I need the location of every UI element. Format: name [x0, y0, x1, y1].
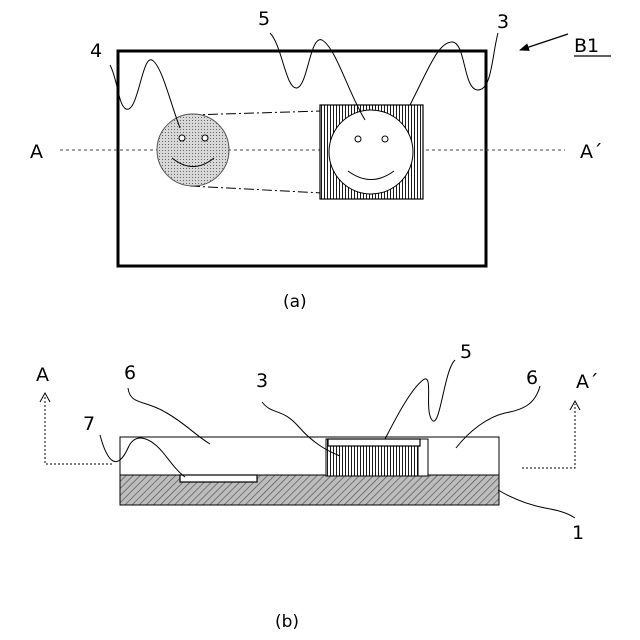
- leader-4: [110, 60, 180, 128]
- leader-b-6-left: [128, 388, 210, 444]
- label-b-ref-7: 7: [83, 413, 95, 435]
- image-element-5: [329, 110, 413, 194]
- image-element-4: [157, 114, 229, 186]
- substrate-1: [120, 475, 499, 505]
- label-section-a: A: [30, 141, 43, 163]
- label-section-a-prime: A´: [580, 141, 603, 163]
- figure-a: B1 A A´ 4 5 3: [30, 8, 611, 312]
- section-arrow-right: [522, 404, 575, 468]
- label-b-ref-5: 5: [460, 341, 472, 363]
- arrow-b1: [520, 34, 568, 50]
- layer-6: [120, 437, 499, 477]
- projection-line-bottom: [190, 186, 322, 193]
- leader-b-1: [498, 490, 575, 518]
- caption-b: (b): [275, 612, 299, 632]
- label-ref-4: 4: [90, 40, 102, 62]
- section-arrow-left: [45, 396, 112, 464]
- label-ref-3: 3: [497, 11, 509, 33]
- projection-line-top: [190, 111, 322, 115]
- label-section-a-b: A: [36, 364, 49, 386]
- label-b-ref-6-left: 6: [124, 362, 136, 384]
- label-b-ref-3: 3: [256, 370, 268, 392]
- element-7: [180, 475, 257, 482]
- caption-a: (a): [283, 292, 307, 312]
- figure-b: A A´ 7 6 3 5 6 1 (b): [36, 341, 599, 632]
- label-ref-5: 5: [258, 8, 270, 30]
- label-b-ref-6-right: 6: [526, 367, 538, 389]
- leader-b-5: [385, 360, 455, 439]
- label-b-ref-1: 1: [572, 522, 584, 544]
- element-5: [328, 439, 420, 446]
- label-b1: B1: [574, 35, 599, 57]
- label-section-a-prime-b: A´: [576, 371, 599, 393]
